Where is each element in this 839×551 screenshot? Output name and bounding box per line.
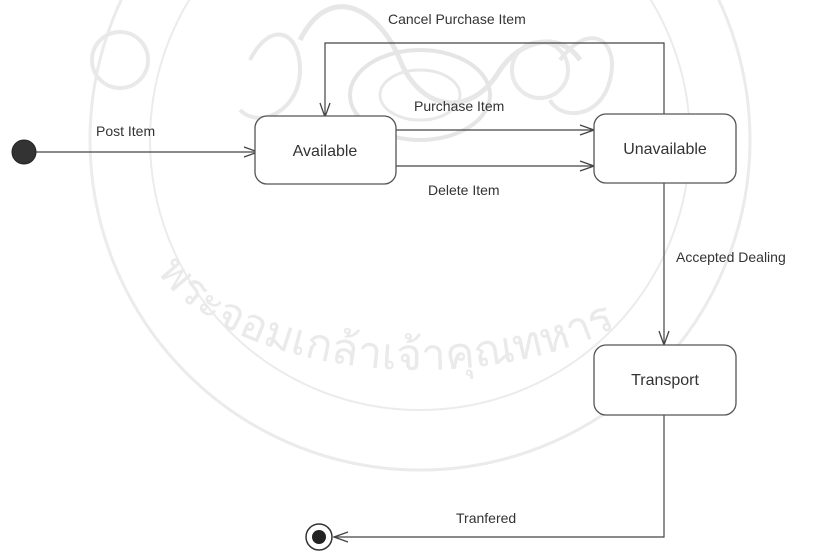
label-cancel-purchase-item: Cancel Purchase Item [388, 11, 526, 27]
label-purchase-item: Purchase Item [414, 98, 504, 114]
label-tranfered: Tranfered [456, 510, 516, 526]
state-unavailable-label: Unavailable [623, 141, 707, 158]
watermark-arc-text: พระจอมเกล้าเจ้าคุณทหาร [148, 246, 621, 382]
edge-cancel-purchase-item [325, 42, 665, 117]
state-available-label: Available [293, 143, 358, 160]
final-node [305, 523, 333, 551]
label-post-item: Post Item [96, 123, 155, 139]
state-transport-label: Transport [631, 372, 699, 389]
edge-tranfered [334, 415, 665, 537]
label-accepted-dealing: Accepted Dealing [676, 249, 786, 265]
state-transport: Transport [593, 344, 737, 416]
state-available: Available [254, 115, 397, 185]
label-delete-item: Delete Item [428, 182, 500, 198]
initial-node [11, 139, 37, 165]
state-unavailable: Unavailable [593, 113, 737, 184]
